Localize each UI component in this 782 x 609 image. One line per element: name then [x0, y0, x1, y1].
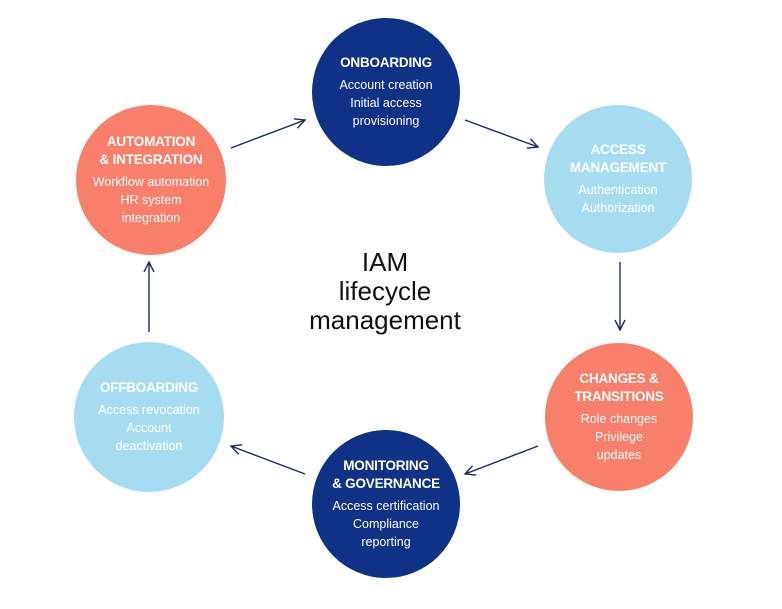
stage-changes-transitions-title-line1: CHANGES & — [579, 371, 659, 386]
stage-monitoring-governance: MONITORING & GOVERNANCE Access certifica… — [312, 430, 460, 578]
stage-automation-integration-line: integration — [121, 211, 181, 225]
stage-offboarding: OFFBOARDING Access revocation Account de… — [74, 342, 224, 492]
stage-onboarding-title: ONBOARDING — [340, 55, 432, 70]
stage-offboarding-line: Account — [126, 421, 172, 435]
stage-onboarding-line: Initial access — [350, 96, 422, 110]
stage-onboarding-line: Account creation — [339, 78, 433, 92]
stage-changes-transitions-line: Role changes — [580, 412, 658, 426]
stage-automation-integration-title-line1: AUTOMATION — [106, 134, 196, 149]
arrow-automation-to-onboarding — [230, 120, 305, 149]
stage-changes-transitions-title-line2: TRANSITIONS — [574, 389, 664, 404]
stage-monitoring-governance-title-line2: & GOVERNANCE — [332, 476, 440, 491]
stage-changes-transitions: CHANGES & TRANSITIONS Role changes Privi… — [545, 343, 693, 491]
center-title-line: lifecycle — [338, 276, 432, 306]
arrow-changes-to-monitoring — [465, 445, 539, 474]
stage-access-management-line: Authorization — [581, 201, 655, 215]
stage-access-management: ACCESS MANAGEMENT Authentication Authori… — [544, 105, 692, 253]
stage-offboarding-title: OFFBOARDING — [99, 380, 199, 395]
stage-automation-integration-line: HR system — [120, 193, 182, 207]
stage-monitoring-governance-line: Compliance — [352, 517, 419, 531]
stage-offboarding-line: deactivation — [115, 439, 183, 453]
arrow-monitoring-to-offboarding — [231, 446, 306, 475]
stage-automation-integration: AUTOMATION & INTEGRATION Workflow automa… — [76, 105, 226, 255]
stage-changes-transitions-line: updates — [596, 448, 642, 462]
stage-monitoring-governance-line: reporting — [361, 535, 411, 549]
stage-monitoring-governance-line: Access certification — [332, 499, 440, 513]
stage-monitoring-governance-title-line1: MONITORING — [343, 458, 429, 473]
stage-access-management-line: Authentication — [578, 183, 658, 197]
stage-access-management-title-line1: ACCESS — [590, 142, 646, 157]
stage-changes-transitions-line: Privilege — [595, 430, 643, 444]
stage-automation-integration-title-line2: & INTEGRATION — [99, 152, 203, 167]
stage-automation-integration-line: Workflow automation — [92, 175, 210, 189]
center-title-line: management — [309, 305, 461, 335]
center-title-line: IAM — [361, 247, 409, 277]
stage-offboarding-line: Access revocation — [98, 403, 200, 417]
stage-access-management-title-line2: MANAGEMENT — [569, 160, 667, 175]
stage-onboarding: ONBOARDING Account creation Initial acce… — [312, 18, 460, 166]
diagram-center-title: IAM lifecycle management — [280, 248, 490, 335]
stage-onboarding-line: provisioning — [352, 114, 420, 128]
arrow-onboarding-to-access — [464, 119, 538, 147]
